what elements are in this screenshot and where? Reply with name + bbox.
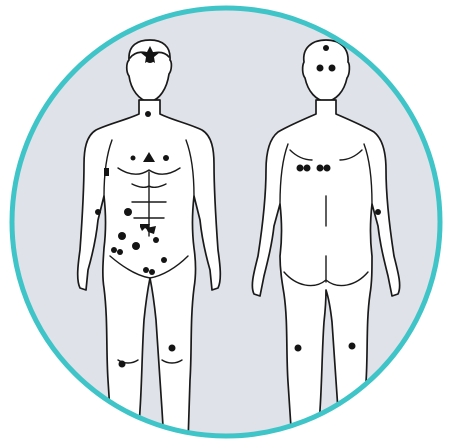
marker-front-forehead bbox=[146, 57, 154, 63]
marker-back-upper-2 bbox=[304, 165, 311, 172]
marker-back-upper-4 bbox=[324, 165, 331, 172]
marker-front-thigh-left bbox=[119, 361, 126, 368]
marker-back-thigh-right bbox=[349, 343, 356, 350]
marker-front-groin-2 bbox=[149, 269, 155, 275]
marker-front-upper-arm-left bbox=[104, 168, 109, 176]
marker-back-thigh-left bbox=[295, 345, 302, 352]
marker-front-abdomen-6 bbox=[117, 249, 123, 255]
marker-back-crown bbox=[323, 45, 329, 51]
marker-back-upper-1 bbox=[297, 165, 304, 172]
marker-front-abdomen-7 bbox=[132, 242, 140, 250]
marker-front-abdomen-1 bbox=[124, 208, 132, 216]
marker-front-abdomen-4 bbox=[118, 232, 126, 240]
marker-front-thigh-right bbox=[169, 345, 176, 352]
marker-front-chest-right bbox=[163, 155, 169, 161]
marker-back-head-2 bbox=[329, 65, 336, 72]
marker-back-upper-3 bbox=[317, 165, 324, 172]
marker-front-abdomen-9 bbox=[161, 257, 167, 263]
marker-back-head-1 bbox=[317, 65, 324, 72]
marker-front-neck bbox=[145, 111, 151, 117]
marker-front-abdomen-8 bbox=[153, 237, 159, 243]
marker-front-abdomen-5 bbox=[111, 247, 117, 253]
marker-front-groin-1 bbox=[143, 267, 149, 273]
marker-back-arm-right bbox=[375, 209, 381, 215]
marker-front-chest-left bbox=[131, 156, 136, 161]
marker-front-arm-left bbox=[95, 209, 101, 215]
